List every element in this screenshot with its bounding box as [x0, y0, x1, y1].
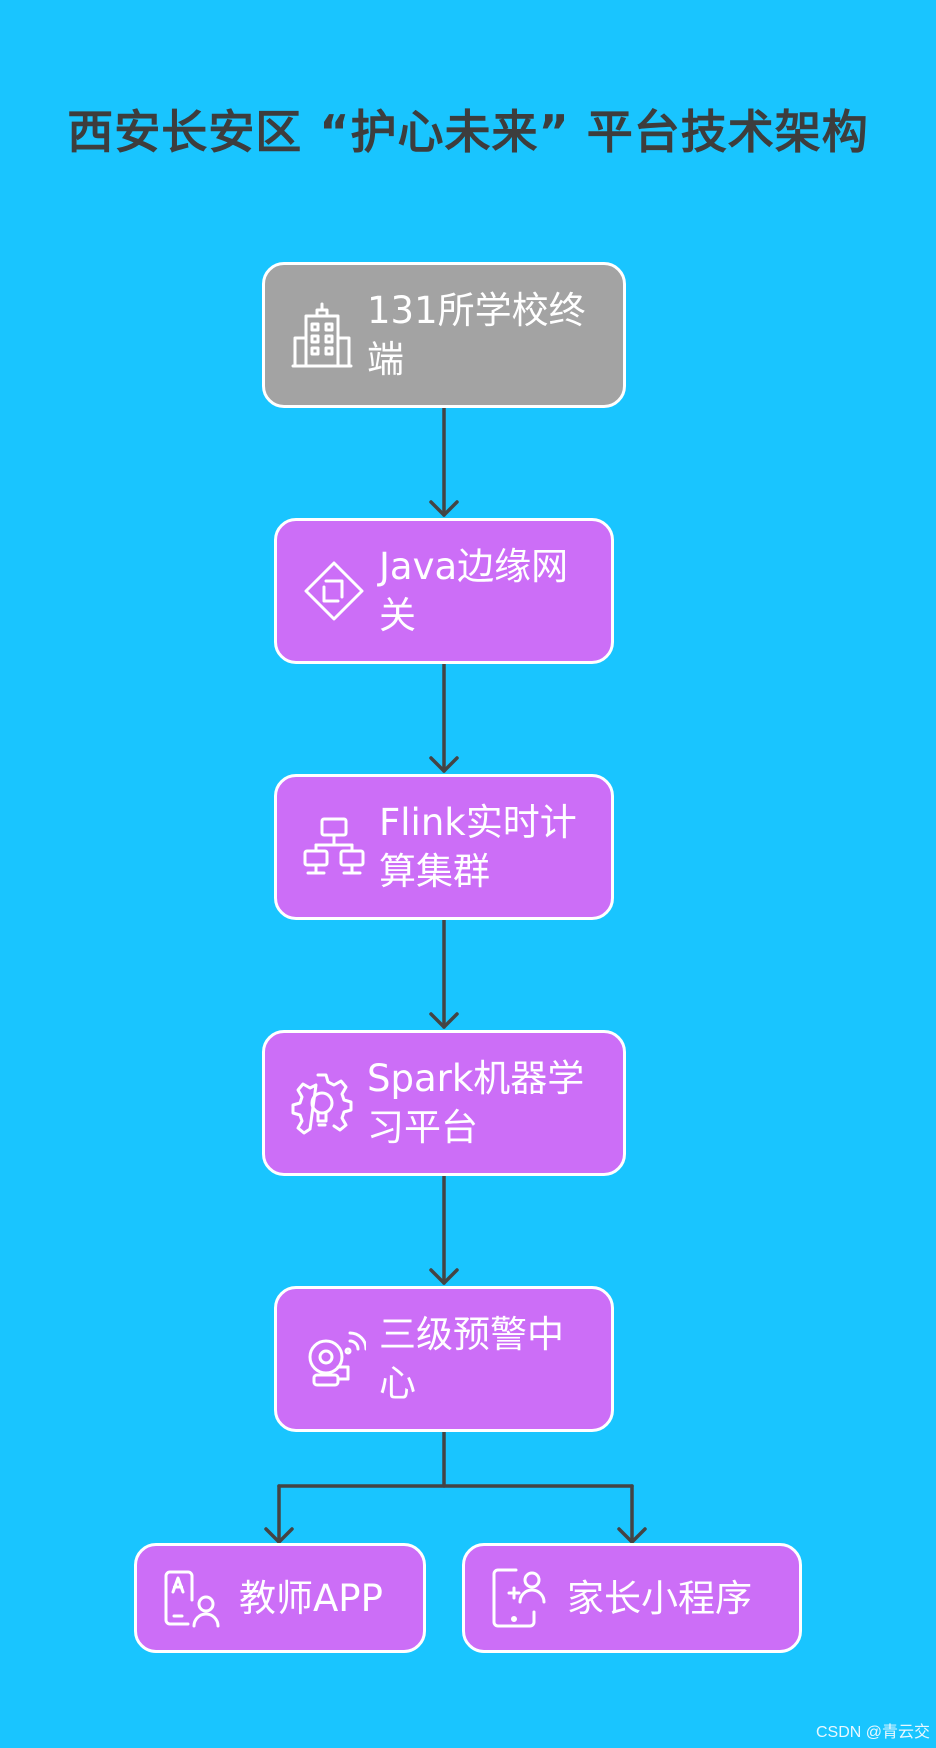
node-label: 三级预警中 心 — [379, 1310, 564, 1408]
node-label: 家长小程序 — [567, 1576, 752, 1620]
node-spark-platform: Spark机器学 习平台 — [262, 1030, 626, 1176]
node-label-line2: 心 — [379, 1362, 416, 1405]
alarm-bell-icon — [301, 1326, 367, 1392]
arrowhead-gateway — [429, 500, 459, 517]
parent-tablet-icon — [487, 1565, 553, 1631]
page-title: 西安长安区 “护心未来” 平台技术架构 — [67, 105, 869, 159]
network-cluster-icon — [301, 814, 367, 880]
node-edge-gateway: Java边缘网 关 — [274, 518, 614, 664]
node-label: 131所学校终 端 — [367, 286, 586, 384]
arrowhead-teacher — [264, 1527, 294, 1544]
arrowhead-flink — [429, 756, 459, 773]
node-label: Java边缘网 关 — [379, 542, 568, 640]
node-flink-cluster: Flink实时计 算集群 — [274, 774, 614, 920]
school-building-icon — [289, 302, 355, 368]
node-teacher-app: 教师APP — [134, 1543, 426, 1653]
gear-bulb-icon — [289, 1070, 355, 1136]
node-parent-miniprogram: 家长小程序 — [462, 1543, 802, 1653]
node-label-line2: 习平台 — [367, 1106, 478, 1149]
watermark: CSDN @青云交 — [815, 1724, 930, 1741]
arrowhead-alert — [429, 1268, 459, 1285]
node-alert-center: 三级预警中 心 — [274, 1286, 614, 1432]
node-label: Flink实时计 算集群 — [379, 798, 577, 896]
arrowhead-spark — [429, 1012, 459, 1029]
node-label-line1: Java边缘网 — [379, 545, 569, 588]
node-label-line2: 端 — [367, 338, 404, 381]
node-label-line1: 三级预警中 — [379, 1313, 564, 1356]
node-label-line1: Spark机器学 — [367, 1057, 585, 1100]
teacher-device-icon — [159, 1565, 225, 1631]
node-school-terminals: 131所学校终 端 — [262, 262, 626, 408]
node-label-line1: Flink实时计 — [379, 801, 577, 844]
node-label-line2: 关 — [379, 594, 416, 637]
gateway-diamond-icon — [301, 558, 367, 624]
node-label: 教师APP — [239, 1576, 383, 1620]
node-label-line1: 131所学校终 — [367, 289, 586, 332]
node-label: Spark机器学 习平台 — [367, 1054, 584, 1152]
node-label-line2: 算集群 — [379, 850, 490, 893]
arrowhead-parent — [617, 1527, 647, 1544]
